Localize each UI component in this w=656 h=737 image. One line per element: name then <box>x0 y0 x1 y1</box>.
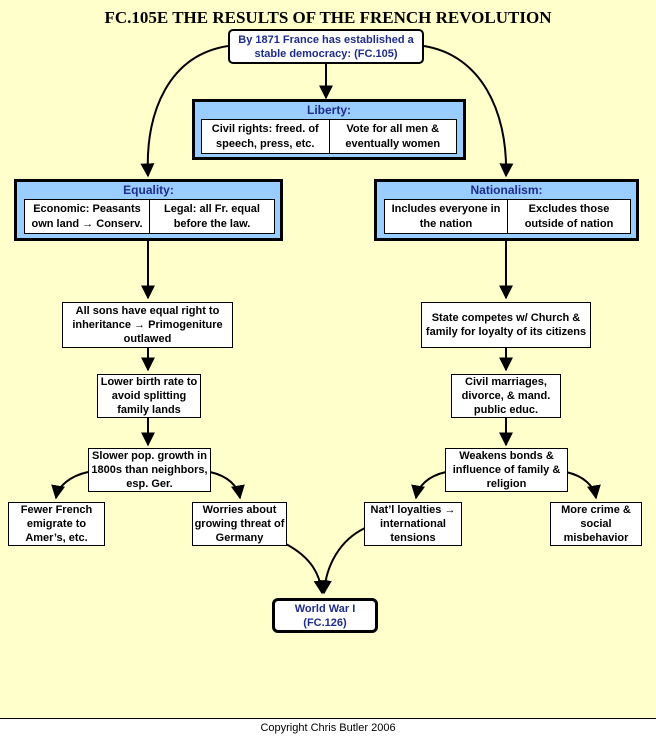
arrow-loyalties-to-ww1 <box>317 527 366 595</box>
nationalism-row: Includes everyone in the nation Excludes… <box>384 199 631 234</box>
equality-panel: Equality: Economic: Peasants own land → … <box>14 179 283 241</box>
world-war-one-box: World War I (FC.126) <box>272 598 378 633</box>
state-competes-box: State competes w/ Church & family for lo… <box>421 302 591 348</box>
equality-heading: Equality: <box>123 183 174 197</box>
more-crime-box: More crime & social misbehavior <box>550 502 642 546</box>
liberty-row: Civil rights: freed. of speech, press, e… <box>201 119 457 154</box>
birth-rate-box: Lower birth rate to avoid splitting fami… <box>97 374 201 418</box>
civil-marriages-box: Civil marriages, divorce, & mand. public… <box>451 374 561 418</box>
liberty-panel: Liberty: Civil rights: freed. of speech,… <box>192 99 466 160</box>
pop-growth-box: Slower pop. growth in 1800s than neighbo… <box>88 448 211 492</box>
nationalism-includes: Includes everyone in the nation <box>391 202 501 230</box>
weakens-bonds-box: Weakens bonds & influence of family & re… <box>445 448 568 492</box>
liberty-vote: Vote for all men & eventually women <box>328 120 457 153</box>
arrow-weakens-to-loyalties <box>411 471 447 500</box>
arrow-weakens-to-crime <box>565 471 601 500</box>
connector-lines <box>51 45 601 595</box>
national-loyalties-box: Nat’l loyalties → international tensions <box>364 502 462 546</box>
liberty-heading: Liberty: <box>306 103 351 117</box>
arrow-top-to-equality <box>140 45 229 178</box>
worries-germany-box: Worries about growing threat of Germany <box>192 502 287 546</box>
inheritance-box: All sons have equal right to inheritance… <box>62 302 233 348</box>
footer-divider <box>0 718 656 719</box>
arrow-popgrowth-to-worries <box>209 471 245 500</box>
nationalism-panel: Nationalism: Includes everyone in the na… <box>374 179 639 241</box>
arrow-popgrowth-to-fewer <box>51 471 89 500</box>
top-box-stable-democracy: By 1871 France has established a stable … <box>228 29 424 64</box>
liberty-civil-rights: Civil rights: freed. of speech, press, e… <box>211 122 319 150</box>
arrow-top-to-nationalism <box>423 45 514 178</box>
copyright-text: Copyright Chris Butler 2006 <box>260 722 396 734</box>
nationalism-excludes: Excludes those outside of nation <box>507 200 630 233</box>
arrow-worries-to-ww1 <box>285 543 328 595</box>
nationalism-heading: Nationalism: <box>470 183 543 197</box>
equality-economic: Economic: Peasants own land → Conserv. <box>31 202 143 230</box>
fewer-french-box: Fewer French emigrate to Amer’s, etc. <box>8 502 105 546</box>
equality-legal: Legal: all Fr. equal before the law. <box>149 200 274 233</box>
page-title: FC.105E THE RESULTS OF THE FRENCH REVOLU… <box>104 8 552 27</box>
equality-row: Economic: Peasants own land → Conserv. L… <box>24 199 275 234</box>
